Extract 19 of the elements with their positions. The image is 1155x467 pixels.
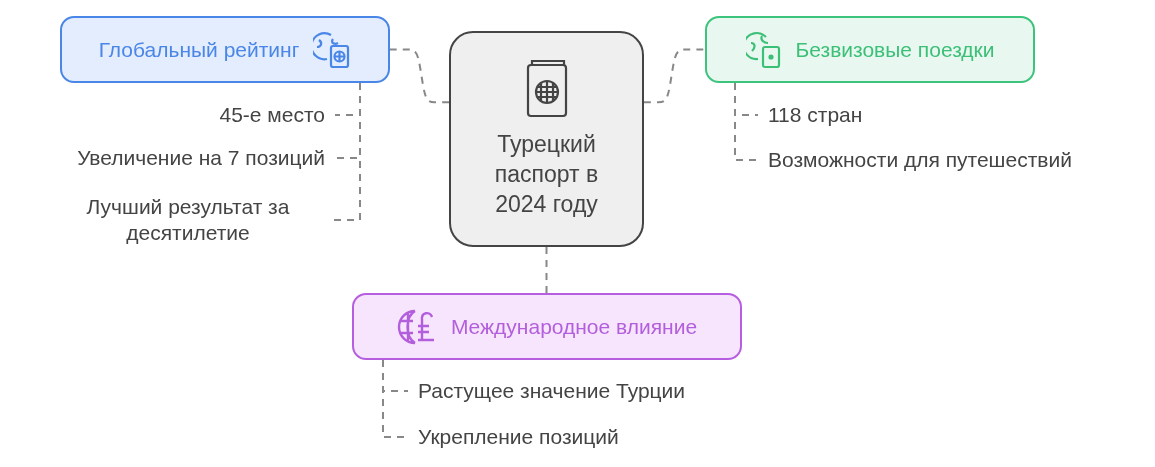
topic-box (705, 16, 1035, 83)
item-text: Возможности для путешествий (758, 147, 1082, 173)
item-text: 118 стран (758, 102, 873, 128)
connector-line (389, 48, 450, 104)
connector-line (734, 82, 759, 161)
item-text: Растущее значение Турции (408, 378, 696, 404)
topic-title: Безвизовые поездки (795, 37, 995, 62)
topic-box (60, 16, 390, 83)
center-box (449, 31, 644, 247)
topic-title: Глобальный рейтинг (98, 37, 300, 62)
connector-line (643, 48, 706, 104)
item-text: Увеличение на 7 позиций (67, 145, 335, 171)
topic-box (352, 293, 742, 360)
item-text: Укрепление позиций (408, 424, 629, 450)
center-title: Турецкий паспорт в 2024 году (493, 130, 600, 219)
topic-title: Международное влияние (450, 314, 698, 339)
connector-line (545, 246, 548, 294)
item-text: 45-е место (209, 102, 335, 128)
item-text: Лучший результат за десятилетие (48, 194, 328, 246)
